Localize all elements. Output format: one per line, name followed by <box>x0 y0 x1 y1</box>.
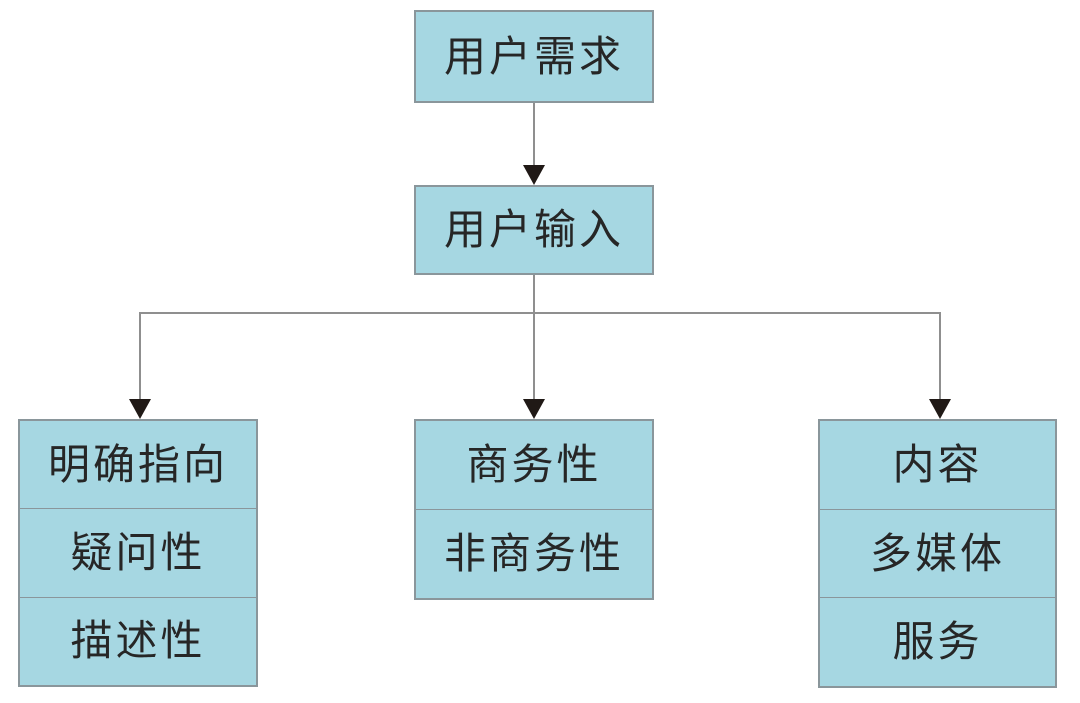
arrowhead-branch-right-icon <box>929 399 951 419</box>
cell-interrogative: 疑问性 <box>20 508 256 596</box>
cell-commercial: 商务性 <box>466 441 602 488</box>
column-commercial: 商务性 非商务性 <box>414 419 654 600</box>
branch-trunk-line <box>533 275 535 313</box>
cell-content: 内容 <box>892 440 983 488</box>
column-direction: 明确指向 疑问性 描述性 <box>18 419 258 687</box>
branch-left-drop-line <box>139 312 141 400</box>
cell-explicit-direction: 明确指向 <box>47 440 228 488</box>
connector-needs-to-input-line <box>533 103 535 166</box>
cell-service: 服务 <box>820 597 1055 686</box>
node-user-needs-label: 用户需求 <box>443 32 624 80</box>
arrowhead-branch-left-icon <box>129 399 151 419</box>
branch-rail-line <box>139 312 940 314</box>
node-user-needs: 用户需求 <box>414 10 654 103</box>
column-content: 内容 多媒体 服务 <box>818 419 1057 688</box>
cell-descriptive: 描述性 <box>20 596 256 685</box>
cell-multimedia: 多媒体 <box>820 508 1055 598</box>
arrowhead-user-input-icon <box>523 165 545 185</box>
node-user-input-label: 用户输入 <box>443 206 624 253</box>
node-user-input: 用户输入 <box>414 185 654 275</box>
arrowhead-branch-middle-icon <box>523 399 545 419</box>
branch-middle-drop-line <box>533 312 535 400</box>
branch-right-drop-line <box>939 312 941 400</box>
cell-non-commercial: 非商务性 <box>416 509 652 598</box>
